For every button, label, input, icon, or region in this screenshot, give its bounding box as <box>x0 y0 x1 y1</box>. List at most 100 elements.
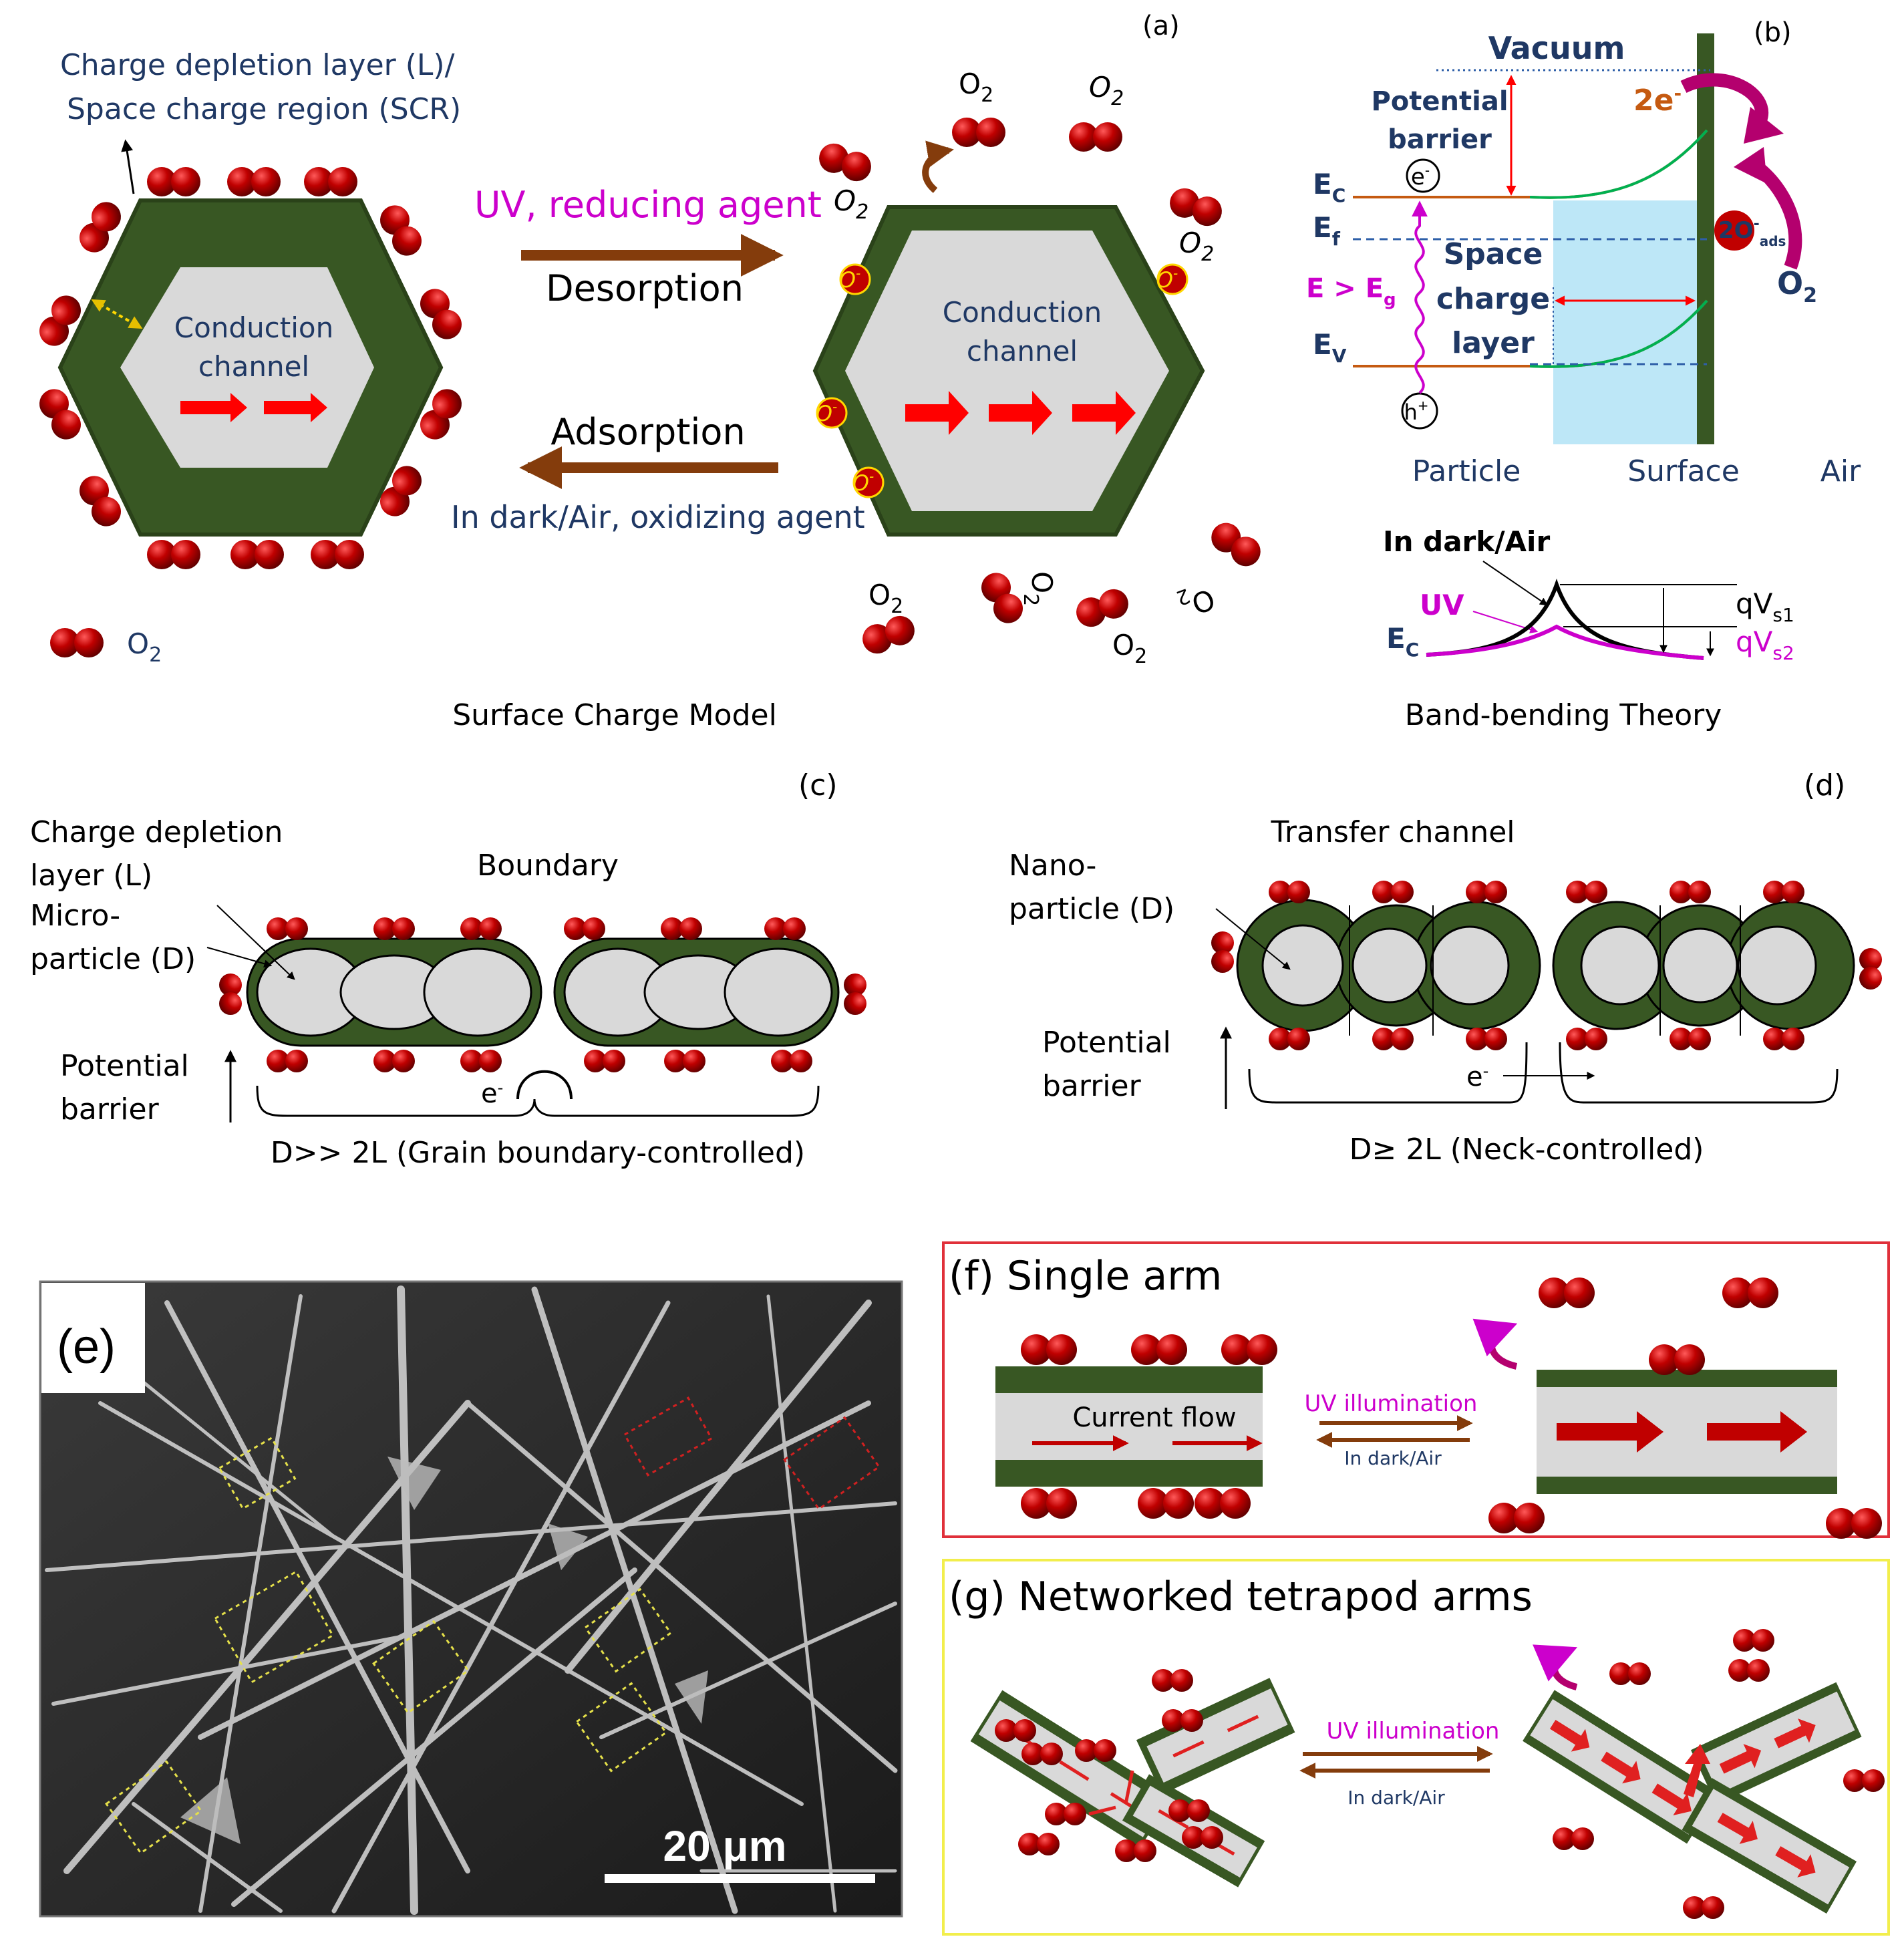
hole-circle <box>1401 392 1438 430</box>
electron-label: e- <box>1411 162 1430 190</box>
oxygen-molecule <box>50 628 104 657</box>
electron-circle <box>1406 158 1440 193</box>
potential-barrier-label-1: Potential <box>60 1049 189 1083</box>
layer-label: layer <box>1452 326 1535 360</box>
oxygen-molecule <box>380 205 422 256</box>
current-arrow <box>1072 391 1136 435</box>
electron-label: e- <box>1466 1062 1488 1092</box>
adsorbed-ion-sphere <box>1714 210 1754 251</box>
two-electron-label: 2e- <box>1633 82 1682 118</box>
photon-energy-label: E > Eg <box>1306 273 1396 310</box>
current-arrow <box>905 391 969 435</box>
oxygen-molecule <box>1069 122 1122 152</box>
potential-barrier-label-2: barrier <box>1042 1069 1142 1103</box>
nano-label-2: particle (D) <box>1009 892 1174 926</box>
o2-label: O2 <box>1112 629 1147 668</box>
oxygen-molecule <box>147 540 200 569</box>
adsorbed-oxygen <box>995 1669 1223 1862</box>
scale-bar <box>605 1874 875 1883</box>
conduction-channel-label-1: Conduction <box>174 311 333 344</box>
o2-label: O2 <box>1173 576 1219 625</box>
in-dark-air-label: In dark/Air <box>1344 1447 1442 1469</box>
desorption-curl-arrow <box>1472 1318 1518 1370</box>
svg-text:O-: O- <box>839 265 860 293</box>
adsorbed-oxygen <box>219 917 866 1072</box>
transfer-channel-label: Transfer channel <box>1270 815 1515 849</box>
oxygen-molecule <box>952 118 1005 147</box>
grain-boundary-caption: D>> 2L (Grain boundary-controlled) <box>271 1136 805 1170</box>
panel-b: (b) Vacuum Potential barrier EC Ef EV e-… <box>1306 17 1861 732</box>
ec-label: EC <box>1313 168 1345 206</box>
ec-mini-label: EC <box>1386 622 1419 661</box>
depletion-label-line-2: Space charge region (SCR) <box>67 92 461 126</box>
o-ion: O- <box>839 263 871 295</box>
current-arrow <box>1557 1411 1663 1453</box>
oxygen-molecule <box>80 202 121 253</box>
o2-label: O2 <box>834 184 868 224</box>
desorption-curl-arrow <box>1533 1644 1578 1690</box>
depletion-pointer-arrow <box>121 139 135 194</box>
uv-illumination-label: UV illumination <box>1305 1390 1478 1417</box>
oxygen-molecule <box>420 289 462 339</box>
oxygen-molecule <box>819 143 871 182</box>
oxygen-molecule <box>981 573 1023 623</box>
uv-reducing-agent-label: UV, reducing agent <box>474 184 822 226</box>
panel-b-label: (b) <box>1754 17 1792 48</box>
hexagon-particle-uv: Conduction channel <box>812 205 1205 537</box>
neck-bracket-right <box>1559 1042 1839 1104</box>
dark-oxidizing-label: In dark/Air, oxidizing agent <box>451 499 865 535</box>
space-charge-region <box>1553 200 1704 444</box>
svg-text:O-: O- <box>816 399 837 426</box>
o2-label: O2 <box>1179 227 1214 266</box>
space-label: Space <box>1444 237 1543 271</box>
o-ion: O- <box>852 466 885 498</box>
current-arrow <box>989 391 1052 435</box>
depletion-width-arrow <box>91 299 143 329</box>
oxygen-molecule <box>311 540 364 569</box>
particle-label: Particle <box>1412 454 1521 488</box>
current-arrow <box>264 393 327 422</box>
neck-controlled-caption: D≥ 2L (Neck-controlled) <box>1350 1133 1704 1167</box>
surface-charge-model-caption: Surface Charge Model <box>452 698 777 732</box>
cdl-label-1: Charge depletion <box>30 815 283 849</box>
micro-label-2: particle (D) <box>30 942 196 976</box>
conduction-channel-label-1: Conduction <box>943 296 1102 329</box>
panel-c-label: (c) <box>798 768 838 802</box>
oxygen-molecule <box>304 167 357 196</box>
current-flow-label: Current flow <box>1072 1402 1236 1433</box>
scale-bar-label: 20 μm <box>663 1822 786 1870</box>
oxygen-adsorption-arrowhead <box>1734 147 1767 184</box>
boundary-label: Boundary <box>477 849 619 883</box>
oxygen-molecule <box>1211 522 1261 567</box>
oxygen-molecule <box>1170 188 1222 227</box>
o2-label: O2 <box>1089 71 1124 110</box>
cdl-label-2: layer (L) <box>30 859 152 893</box>
grain-barrier-hump <box>516 1070 573 1100</box>
micro-pointer <box>206 947 273 968</box>
electron-label: e- <box>481 1078 503 1109</box>
oxygen-molecule <box>230 540 284 569</box>
adsorbed-oxygen <box>1211 881 1882 1050</box>
dark-pointer <box>1482 561 1548 606</box>
panel-e-label: (e) <box>57 1320 116 1374</box>
adsorbed-oxygen <box>1021 1334 1277 1519</box>
o-ion: O- <box>816 397 848 429</box>
grain-bracket <box>256 1085 820 1117</box>
adsorbed-oxygen <box>39 167 462 569</box>
oxygen-molecule <box>862 615 915 654</box>
vacuum-label: Vacuum <box>1488 30 1625 66</box>
valence-band-bent <box>1529 299 1708 368</box>
panel-a-label: (a) <box>1142 11 1180 41</box>
current-arrow <box>180 393 247 422</box>
ev-label: EV <box>1313 328 1347 367</box>
tetrapod-arms-uv <box>1523 1682 1862 1914</box>
desorbed-oxygen <box>1488 1278 1882 1539</box>
panel-d-label: (d) <box>1804 768 1845 802</box>
qvs2-label: qVs2 <box>1736 625 1794 664</box>
oxygen-molecule <box>1076 589 1128 627</box>
tetrapod-cores <box>180 1457 708 1844</box>
oxygen-molecule <box>227 167 281 196</box>
conduction-channel-label-2: channel <box>198 350 309 383</box>
electron-transfer-arrowhead <box>1744 107 1784 144</box>
oxygen-legend: O2 <box>50 627 162 667</box>
